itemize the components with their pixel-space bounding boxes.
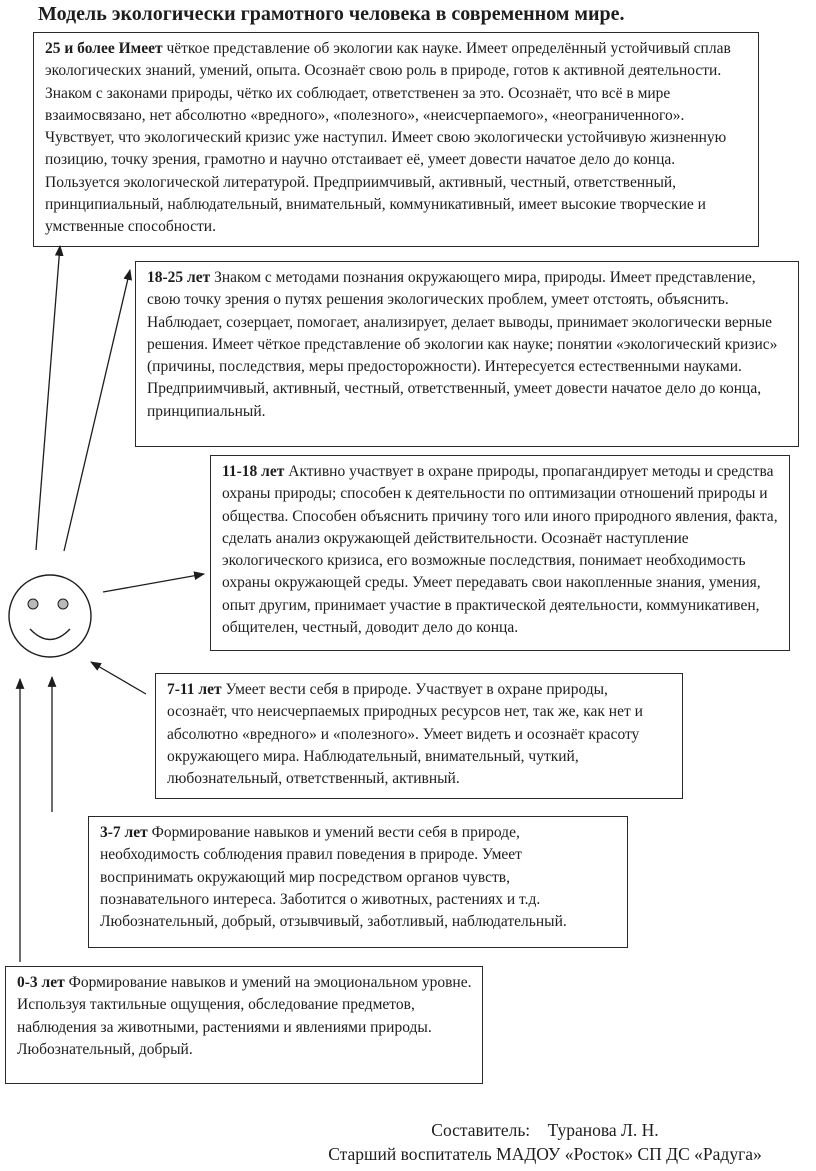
age-range-label-7-11: 7-11 лет: [167, 681, 222, 698]
smiley-head: [8, 574, 92, 658]
age-description-25-plus: чёткое представление об экологии как нау…: [45, 40, 731, 236]
smiley-mouth: [29, 628, 71, 641]
smiley-right-eye: [57, 598, 69, 610]
age-range-label-18-25: 18-25 лет: [147, 269, 211, 286]
age-box-25-plus: 25 и более Имеет чёткое представление об…: [33, 32, 759, 247]
footer-position-line: Старший воспитатель МАДОУ «Росток» СП ДС…: [328, 1144, 762, 1164]
footer-compiler-line: Составитель: Туранова Л. Н.: [431, 1120, 659, 1140]
age-description-7-11: Умеет вести себя в природе. Участвует в …: [167, 681, 643, 788]
age-box-7-11: 7-11 лет Умеет вести себя в природе. Уча…: [155, 673, 683, 799]
arrow-from-box-7-11: [90, 661, 147, 695]
smiley-face: [8, 574, 92, 658]
footer: Составитель: Туранова Л. Н. Старший восп…: [275, 1118, 815, 1166]
arrow-to-box-18-25: [63, 268, 133, 552]
age-box-11-18: 11-18 лет Активно участвует в охране при…: [210, 455, 790, 651]
age-box-3-7: 3-7 лет Формирование навыков и умений ве…: [88, 816, 628, 948]
age-description-0-3: Формирование навыков и умений на эмоцион…: [17, 974, 472, 1058]
age-description-18-25: Знаком с методами познания окружающего м…: [147, 269, 778, 420]
arrow-to-box-11-18: [102, 571, 206, 593]
age-range-label-0-3: 0-3 лет: [17, 974, 65, 991]
age-description-3-7: Формирование навыков и умений вести себя…: [100, 824, 567, 931]
age-description-11-18: Активно участвует в охране природы, проп…: [222, 463, 778, 637]
age-range-label-25-plus: 25 и более Имеет: [45, 40, 163, 57]
age-range-label-3-7: 3-7 лет: [100, 824, 148, 841]
age-box-18-25: 18-25 лет Знаком с методами познания окр…: [135, 261, 799, 447]
age-box-0-3: 0-3 лет Формирование навыков и умений на…: [5, 966, 483, 1084]
arrow-to-box-25-plus: [35, 244, 64, 551]
smiley-left-eye: [27, 598, 39, 610]
page-title: Модель экологически грамотного человека …: [38, 3, 625, 25]
age-range-label-11-18: 11-18 лет: [222, 463, 285, 480]
